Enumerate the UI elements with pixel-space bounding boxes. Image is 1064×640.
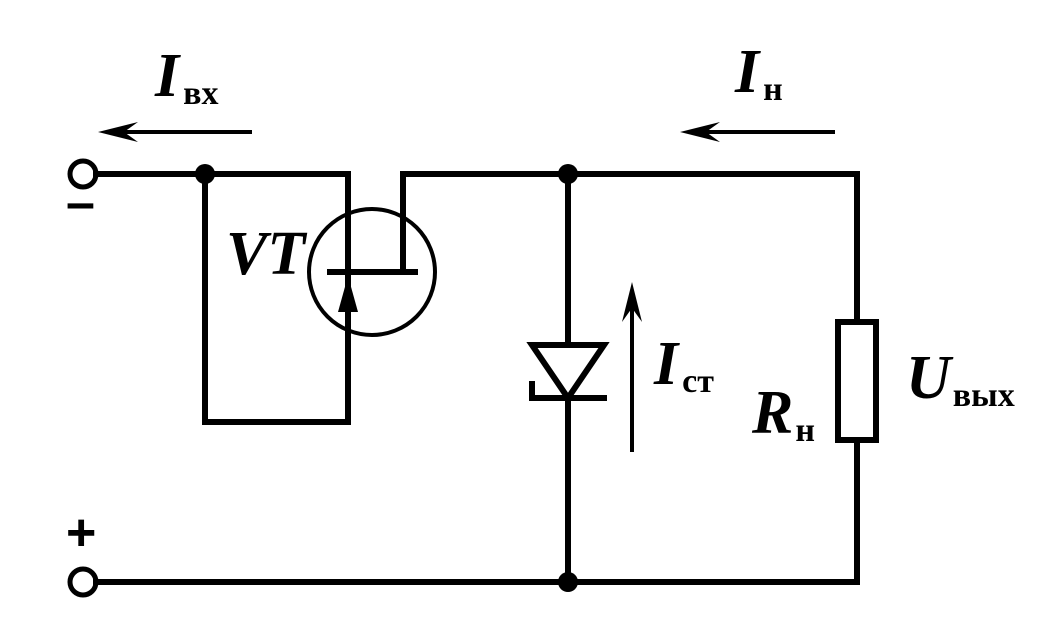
gate-source-loop [202,171,351,425]
junction-dot-bottom [558,572,578,592]
junction-dot-left [195,164,215,184]
load-resistor [835,319,879,443]
zener-current-arrowhead [622,282,642,322]
bottom-wire [93,437,860,585]
label-output-voltage: Uвых [906,344,1015,414]
zener-diode-bar [529,381,607,401]
drain-wire [400,171,571,275]
transistor-circle [307,207,437,337]
junction-dot-top [558,164,578,184]
transistor-gate-arrow [338,276,358,312]
input-current-arrowhead [98,122,138,142]
label-minus: – [66,174,95,232]
input-terminal-positive [67,566,99,598]
load-current-arrowhead [680,122,720,142]
label-transistor: VT [226,220,307,288]
zener-diode-triangle [526,342,610,404]
top-wire-right [565,171,860,325]
label-load-resistor: Rн [751,379,815,449]
label-plus: + [66,504,96,562]
